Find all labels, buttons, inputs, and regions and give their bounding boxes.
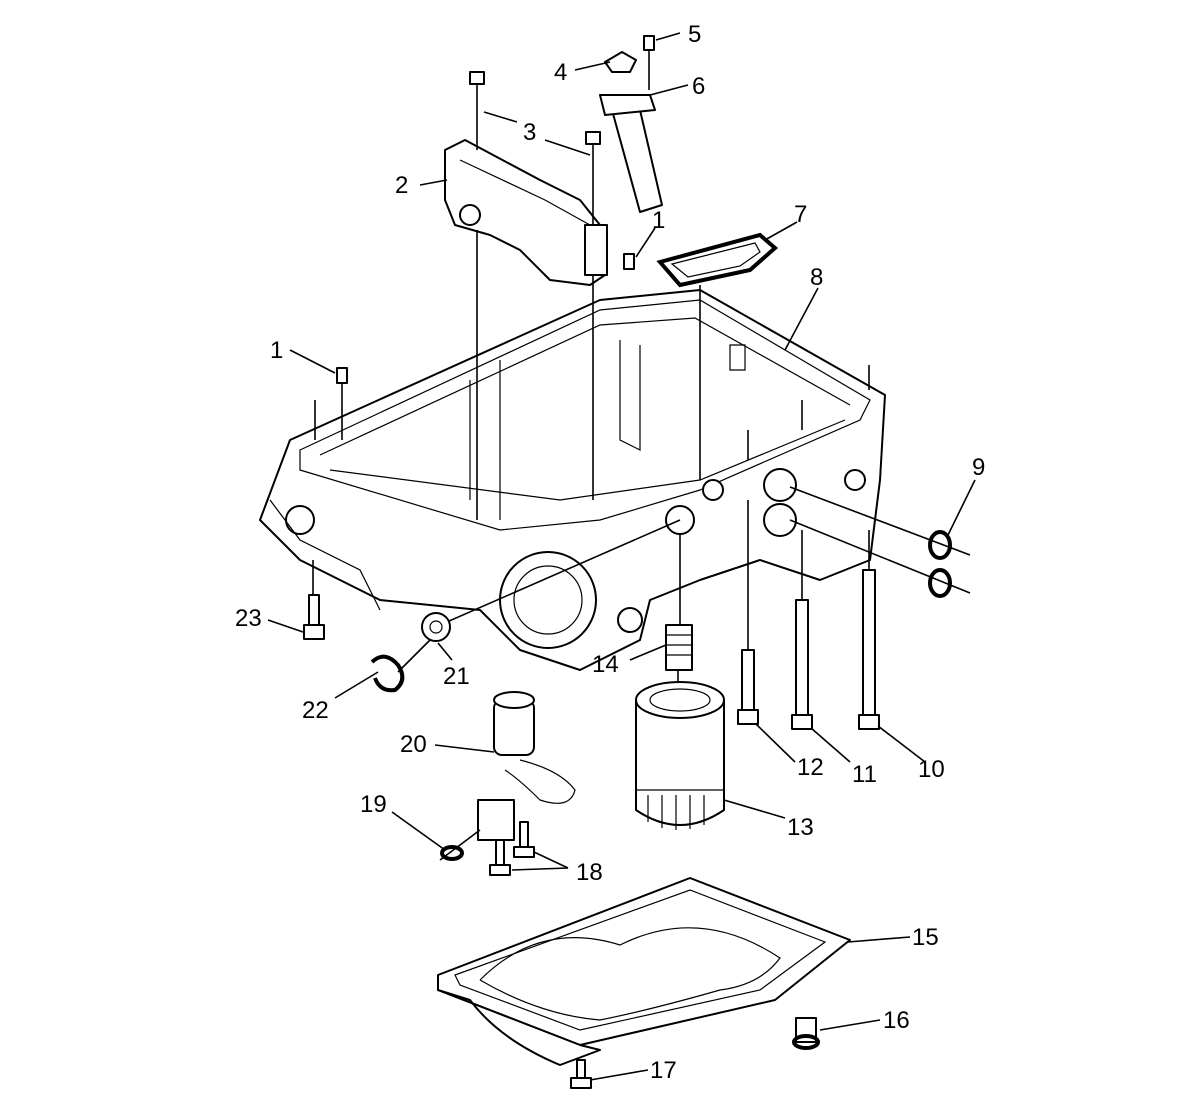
callout-12: 12 <box>797 754 824 781</box>
callout-13: 13 <box>787 814 814 841</box>
oil-level-indicator-tube <box>599 35 663 213</box>
dowel-pin-right <box>623 253 635 270</box>
upper-oil-pan <box>259 289 886 671</box>
callout-11: 11 <box>852 761 877 788</box>
leader-lines <box>267 32 976 1081</box>
callout-18: 18 <box>576 859 603 886</box>
callout-19: 19 <box>360 791 387 818</box>
callout-1-left: 1 <box>270 337 283 364</box>
callout-17: 17 <box>650 1057 677 1084</box>
alignment-lines <box>312 285 701 700</box>
callout-4: 4 <box>554 59 567 86</box>
callout-21: 21 <box>443 663 470 690</box>
callout-8: 8 <box>810 264 823 291</box>
callout-5: 5 <box>688 21 701 48</box>
callout-14: 14 <box>592 651 619 678</box>
callout-23: 23 <box>235 605 262 632</box>
oil-filter-adapter-gasket <box>656 232 779 288</box>
cooler-seals <box>789 486 971 598</box>
callout-10: 10 <box>918 756 945 783</box>
callout-20: 20 <box>400 731 427 758</box>
pan-bolts-long <box>469 71 601 520</box>
callout-1-right: 1 <box>652 207 665 234</box>
callout-2: 2 <box>395 172 408 199</box>
oil-filter-assembly <box>635 624 725 830</box>
bolt-23-shape <box>303 594 325 640</box>
callout-3: 3 <box>523 119 536 146</box>
drain-plug-and-retainer <box>370 519 681 693</box>
callout-6: 6 <box>692 73 705 100</box>
side-bolts <box>737 365 880 730</box>
lower-oil-pan <box>437 877 851 1089</box>
callout-7: 7 <box>794 201 807 228</box>
callout-9: 9 <box>972 454 985 481</box>
callout-22: 22 <box>302 697 329 724</box>
callout-16: 16 <box>883 1007 910 1034</box>
callout-labels: 1 1 2 3 4 5 6 7 8 9 10 11 12 13 14 15 16… <box>235 21 985 1084</box>
callout-15: 15 <box>912 924 939 951</box>
dowel-pin-left <box>336 367 348 384</box>
oil-pump-pickup-bracket <box>444 139 608 286</box>
oil-pump-solenoid-assembly <box>439 691 576 876</box>
